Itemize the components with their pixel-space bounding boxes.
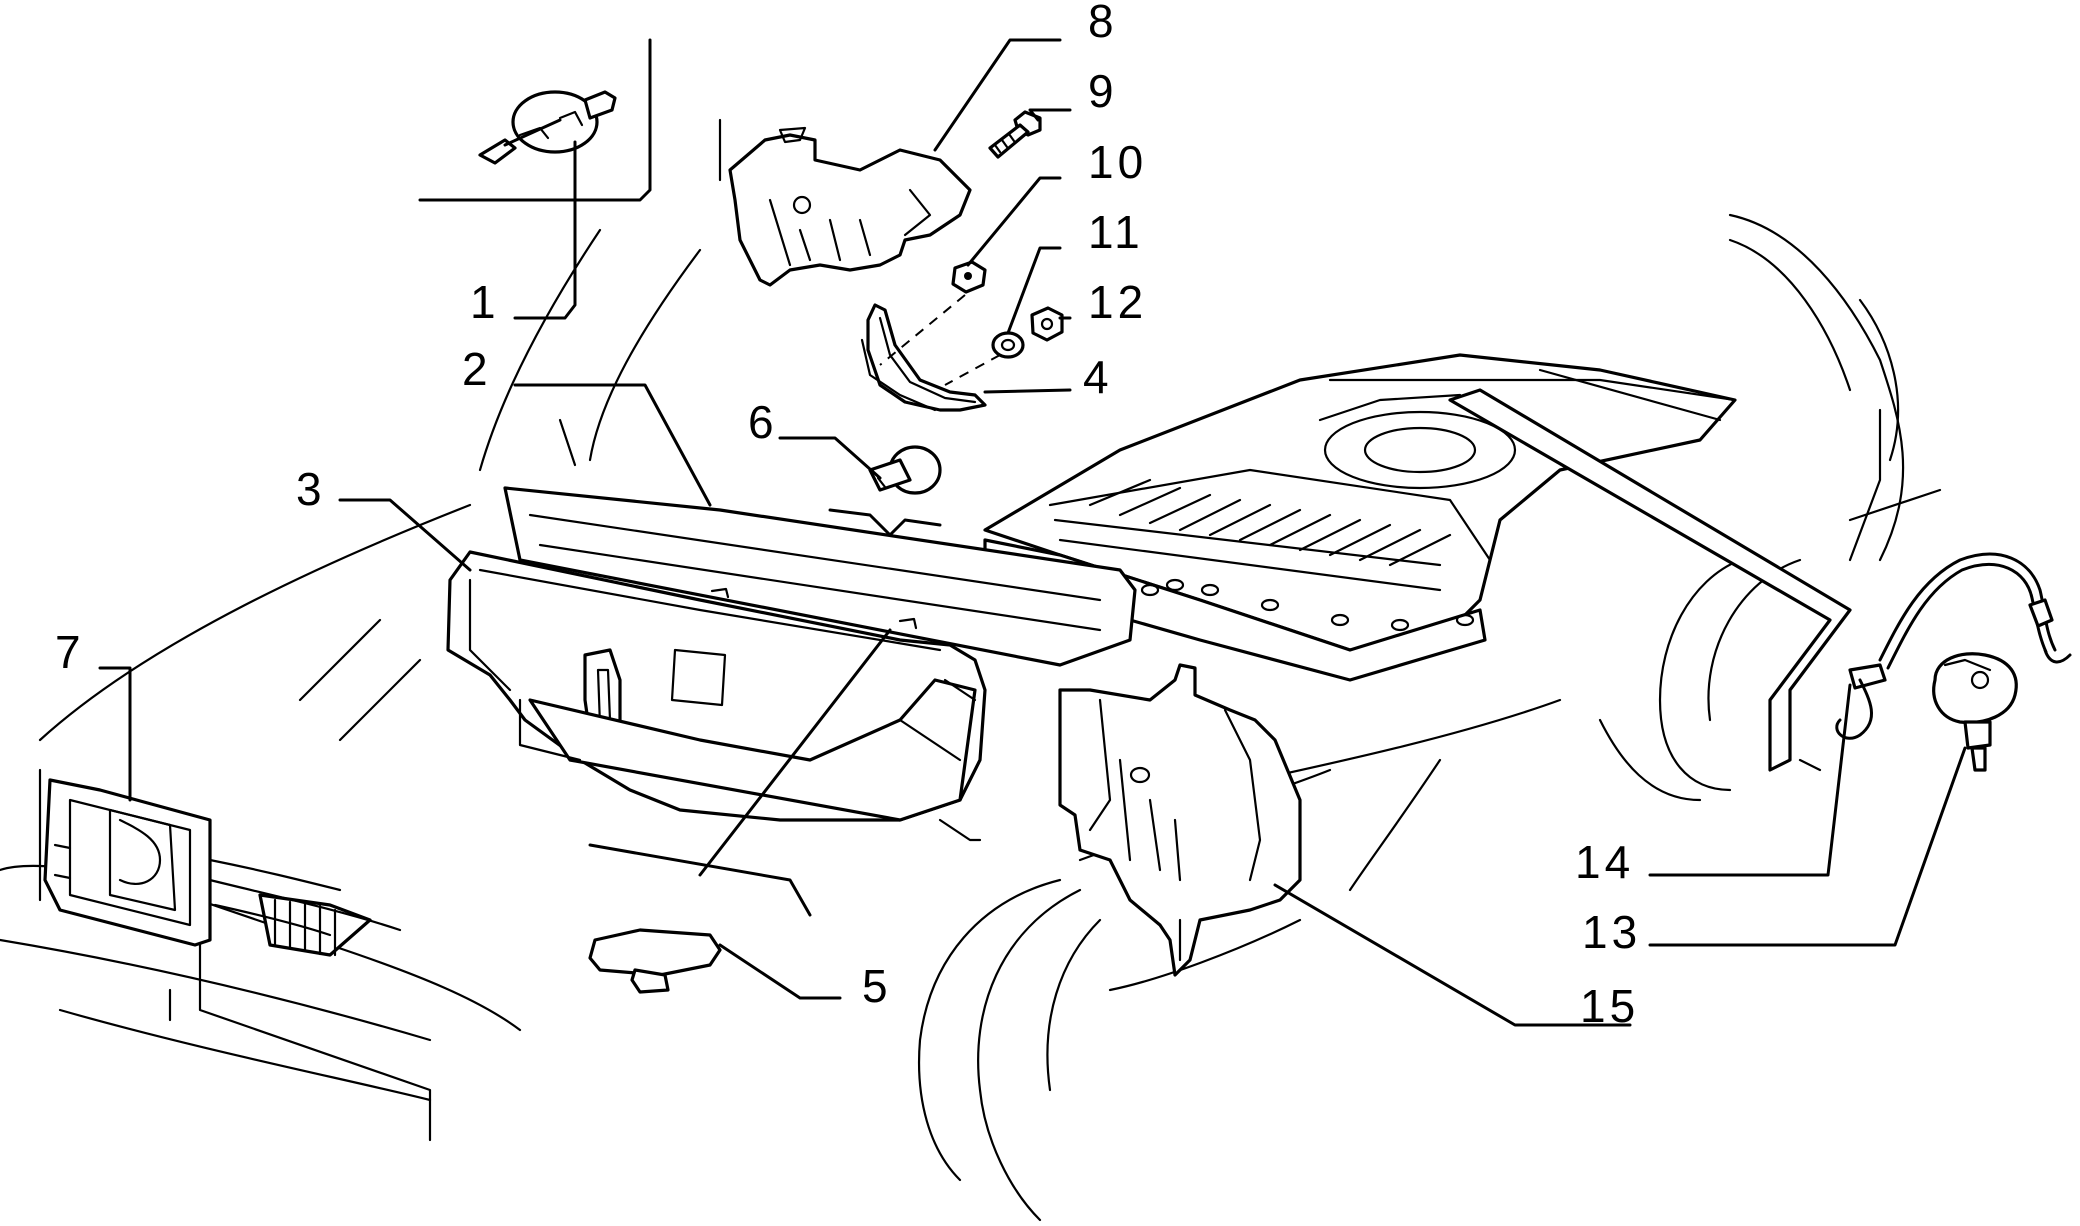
- part-9-bolt: [988, 110, 1042, 159]
- leader-7: [98, 666, 132, 802]
- part-8-bracket: [728, 126, 972, 287]
- label-15: 15: [1580, 980, 1639, 1032]
- leader-5-line: [588, 843, 812, 917]
- dash-line-washer: [944, 354, 1001, 386]
- label-2: 2: [462, 343, 492, 395]
- part-10-nut: [951, 260, 987, 294]
- leader-3: [338, 498, 472, 572]
- label-8: 8: [1088, 0, 1118, 47]
- part-14-cable: [1835, 552, 2072, 740]
- part-5-pad: [588, 928, 722, 994]
- leader-9: [1028, 108, 1072, 122]
- part-6-plug: [868, 445, 942, 495]
- part-7-lamp-bracket: [43, 778, 402, 957]
- part-2-upper-panel: [503, 486, 1137, 667]
- leader-6: [778, 436, 882, 480]
- leader-14: [1648, 683, 1852, 877]
- label-12: 12: [1088, 276, 1147, 328]
- part-15-side-trim: [1058, 663, 1302, 977]
- leader-4: [983, 388, 1072, 394]
- label-4: 4: [1083, 351, 1113, 403]
- part-3-trunk-panel: [446, 550, 987, 842]
- part-11-washer: [991, 331, 1025, 359]
- leader-15: [1273, 883, 1632, 1027]
- chevron-line-6: [828, 508, 942, 537]
- cross-rod: [1448, 388, 1852, 772]
- label-6: 6: [748, 396, 778, 448]
- leader-5: [718, 943, 842, 1000]
- leader-13: [1648, 746, 1967, 947]
- leader-8: [933, 38, 1062, 152]
- label-7: 7: [55, 626, 85, 678]
- dash-line-nut: [879, 294, 966, 366]
- label-5: 5: [862, 960, 892, 1012]
- label-1: 1: [470, 276, 500, 328]
- leader-11: [1006, 246, 1062, 335]
- leader-3-line: [698, 628, 892, 877]
- part-12-nut: [1030, 306, 1064, 342]
- part-1-pin: [478, 90, 617, 165]
- part-13-knob: [1932, 652, 2018, 772]
- label-10: 10: [1088, 136, 1147, 188]
- part-1-frame: [418, 38, 652, 202]
- callout-labels: 1 2 3 4 5 6 7 8 9 10 11 12 13 14 15: [55, 0, 1641, 1032]
- leader-lines: [98, 38, 1967, 1027]
- leader-10: [966, 176, 1062, 267]
- label-9: 9: [1088, 65, 1118, 117]
- label-14: 14: [1575, 836, 1634, 888]
- part-4-clamp: [860, 303, 987, 412]
- label-3: 3: [296, 463, 326, 515]
- leader-1: [513, 140, 577, 320]
- label-13: 13: [1582, 906, 1641, 958]
- label-11: 11: [1088, 206, 1144, 258]
- leader-2: [513, 383, 712, 507]
